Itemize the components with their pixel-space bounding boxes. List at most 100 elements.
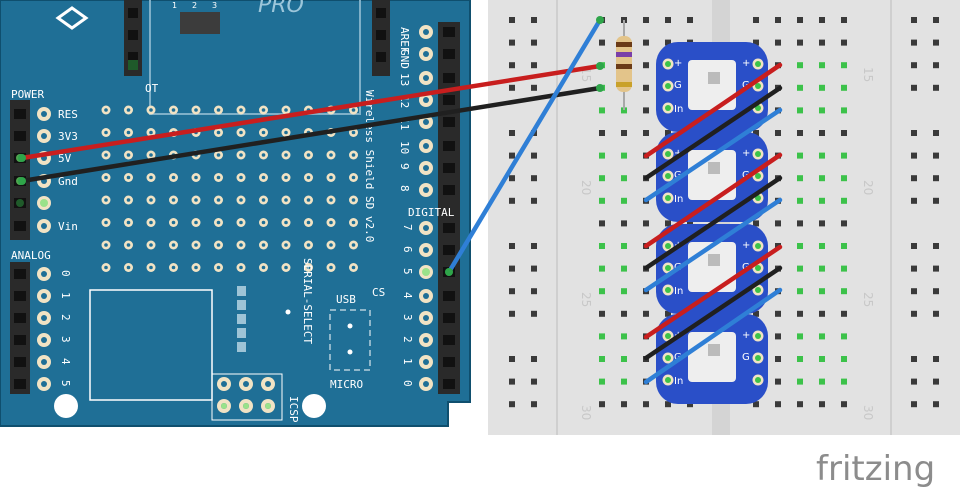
digital-pin xyxy=(443,357,455,367)
breadboard-hole xyxy=(509,197,515,204)
proto-hole xyxy=(126,265,131,270)
proto-hole xyxy=(171,198,176,202)
proto-hole xyxy=(171,108,176,112)
proto-hole xyxy=(329,198,333,202)
breadboard-hole xyxy=(621,197,627,204)
proto-hole xyxy=(149,243,153,247)
breadboard-hole xyxy=(599,310,605,317)
proto-hole xyxy=(216,198,221,202)
proto-hole xyxy=(149,220,153,225)
proto-hole xyxy=(261,108,266,112)
breadboard-hole xyxy=(911,39,917,46)
breadboard-hole xyxy=(531,84,537,91)
digital-pin xyxy=(443,245,455,255)
proto-hole xyxy=(149,265,153,270)
power-pin-label: Gnd xyxy=(58,175,78,188)
neopixel-pad-hole xyxy=(665,333,671,339)
breadboard-hole xyxy=(621,310,627,317)
wire-5v xyxy=(19,63,603,161)
digital-pin-label: 6 xyxy=(401,246,414,253)
serial-select-label: SERIAL-SELECT xyxy=(301,258,314,344)
digital-pin-label: 0 xyxy=(401,380,414,387)
digital-pad-hole xyxy=(423,337,429,343)
breadboard-hole xyxy=(797,401,803,408)
jumper-ground xyxy=(643,265,783,361)
neopixel-pad-hole xyxy=(665,105,671,111)
proto-hole xyxy=(306,198,311,202)
breadboard-hole xyxy=(509,265,515,272)
power-pad-hole xyxy=(41,133,47,139)
neopixel-pad-hole xyxy=(755,105,761,111)
wire-data xyxy=(446,17,603,275)
proto-hole xyxy=(329,153,333,157)
breadboard-hole xyxy=(797,378,803,385)
breadboard-hole xyxy=(621,333,627,340)
sd-contact xyxy=(237,342,246,352)
breadboard-hole xyxy=(819,152,825,159)
digital-pin xyxy=(443,335,455,345)
digital-pin-label: 3 xyxy=(401,314,414,321)
proto-hole xyxy=(149,108,153,112)
neopixel-pin-plus: + xyxy=(674,148,682,159)
power-pad-hole xyxy=(41,111,47,117)
neopixel-pad-hole xyxy=(665,265,671,271)
icsp-pad-hole xyxy=(243,381,249,387)
led-package xyxy=(688,332,736,382)
led-die xyxy=(708,344,720,356)
wire-end xyxy=(596,84,604,92)
power-pin xyxy=(14,131,26,141)
analog-pad-hole xyxy=(41,359,47,365)
proto-hole xyxy=(284,108,288,112)
shield-name: Wireless Shield SD v2.0 xyxy=(363,90,376,242)
digital-pad-hole xyxy=(423,247,429,253)
icsp-pad-hole xyxy=(221,381,227,387)
row-label: 25 xyxy=(861,292,875,307)
breadboard-hole xyxy=(933,130,939,136)
breadboard-hole xyxy=(819,333,825,340)
jumper-power xyxy=(643,62,783,159)
resistor xyxy=(616,20,632,110)
proto-hole xyxy=(239,175,243,180)
proto-hole xyxy=(351,175,356,180)
breadboard-hole xyxy=(775,220,781,227)
breadboard-hole xyxy=(933,401,939,408)
proto-hole xyxy=(216,175,221,180)
breadboard-hole xyxy=(797,243,803,249)
breadboard-hole xyxy=(665,220,671,227)
breadboard-hole xyxy=(599,220,605,227)
neopixel-pin-plus: + xyxy=(742,330,750,341)
ic-chip xyxy=(180,12,220,34)
sd-slot xyxy=(89,289,213,401)
breadboard-hole xyxy=(933,197,939,204)
digital-pin xyxy=(443,141,455,151)
breadboard-hole xyxy=(819,356,825,362)
proto-hole xyxy=(239,198,243,202)
breadboard-hole xyxy=(797,62,803,69)
icsp-outline xyxy=(211,373,283,421)
breadboard-hole xyxy=(621,288,627,295)
breadboard-hole xyxy=(933,39,939,46)
breadboard-hole xyxy=(531,401,537,408)
header-pin xyxy=(128,8,138,18)
proto-hole xyxy=(104,130,108,135)
breadboard-hole xyxy=(599,401,605,408)
proto-hole xyxy=(104,220,108,225)
breadboard-hole xyxy=(841,356,847,362)
proto-hole xyxy=(329,265,333,270)
proto-hole xyxy=(284,220,288,225)
xbee-label: PRO xyxy=(258,0,304,18)
breadboard-hole xyxy=(599,175,605,182)
breadboard-hole xyxy=(531,265,537,272)
proto-hole xyxy=(261,243,266,247)
breadboard-hole xyxy=(621,356,627,362)
breadboard-hole xyxy=(643,107,649,114)
led-die xyxy=(708,72,720,84)
breadboard-hole xyxy=(797,107,803,114)
breadboard-hole xyxy=(775,378,781,385)
digital-pad-hole xyxy=(423,359,429,365)
switch-dot xyxy=(347,349,353,355)
breadboard-hole xyxy=(819,310,825,317)
breadboard-hole xyxy=(621,243,627,249)
breadboard-hole xyxy=(621,401,627,408)
analog-pin-label: 4 xyxy=(59,358,72,365)
